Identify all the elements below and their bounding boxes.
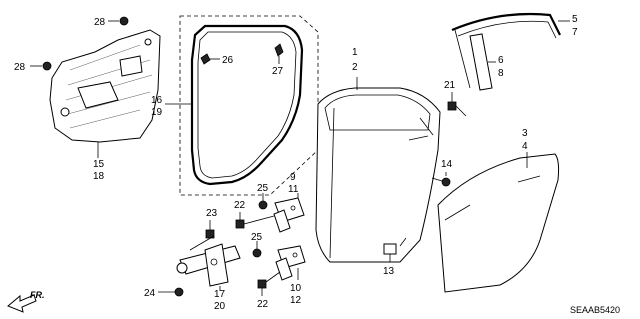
callout-27: 27 — [272, 66, 284, 77]
callout-28-top: 28 — [94, 17, 106, 28]
plug-13 — [383, 237, 407, 262]
callout-22-upper: 22 — [234, 200, 246, 211]
clip-28-left — [30, 61, 52, 71]
callout-6: 6 — [498, 55, 504, 66]
lower-hinge — [275, 245, 306, 281]
clip-26 — [200, 53, 220, 65]
callout-14: 14 — [441, 159, 453, 170]
callout-3: 3 — [522, 128, 528, 139]
callout-11: 11 — [288, 184, 299, 195]
clip-28-top — [108, 16, 129, 26]
door-weatherstrip — [190, 24, 304, 186]
door-liner-part — [49, 29, 161, 143]
bolt-22-lower — [257, 271, 281, 296]
callout-18: 18 — [93, 171, 105, 182]
front-direction-arrow-icon — [7, 294, 37, 313]
direction-label: FR. — [30, 290, 45, 300]
clip-27 — [274, 43, 284, 64]
callout-12: 12 — [290, 295, 302, 306]
rear-door-panel — [315, 87, 441, 263]
callout-28-left: 28 — [14, 62, 26, 73]
callout-25-upper: 25 — [257, 183, 269, 194]
callout-21: 21 — [444, 80, 456, 91]
upper-hinge — [273, 197, 305, 233]
callout-1: 1 — [352, 47, 358, 58]
bolt-22-upper — [235, 212, 275, 229]
diagram-code: SEAAB5420 — [570, 305, 620, 315]
callout-22-lower: 22 — [257, 299, 269, 310]
callout-15: 15 — [93, 159, 105, 170]
bolt-21 — [447, 92, 467, 117]
callout-17: 17 — [214, 289, 226, 300]
pillar-garnish — [469, 33, 493, 91]
callout-9: 9 — [290, 172, 296, 183]
callout-5: 5 — [572, 14, 578, 25]
callout-25-lower: 25 — [251, 232, 263, 243]
door-checker — [176, 243, 241, 287]
callout-16: 16 — [151, 95, 163, 106]
bolt-24 — [158, 287, 184, 297]
callout-19: 19 — [151, 107, 163, 118]
callout-7: 7 — [572, 27, 578, 38]
bolt-25-lower — [252, 241, 262, 258]
callout-26: 26 — [222, 55, 234, 66]
bolt-23 — [189, 220, 215, 251]
callout-2: 2 — [352, 62, 358, 73]
bolt-25-upper — [258, 193, 268, 210]
callout-23: 23 — [206, 208, 218, 219]
callout-10: 10 — [290, 283, 302, 294]
callout-4: 4 — [522, 141, 528, 152]
callout-20: 20 — [214, 301, 226, 312]
callout-13: 13 — [383, 266, 395, 277]
bolt-14 — [431, 172, 451, 187]
door-outer-skin — [437, 153, 560, 293]
sash-trim — [451, 12, 561, 89]
callout-8: 8 — [498, 68, 504, 79]
callout-24: 24 — [144, 288, 156, 299]
